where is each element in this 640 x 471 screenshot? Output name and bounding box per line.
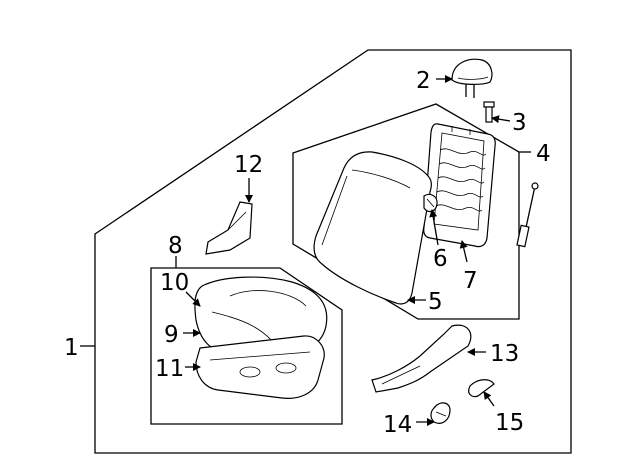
seat-back-strut-part bbox=[516, 182, 539, 248]
callout-labels: 1 2 3 4 5 6 7 8 9 10 11 12 13 14 15 bbox=[64, 68, 551, 438]
seat-back-frame-part bbox=[423, 123, 496, 248]
callout-5: 5 bbox=[428, 289, 443, 315]
callout-4: 4 bbox=[536, 141, 551, 167]
recliner-knob-part bbox=[423, 193, 438, 213]
seat-assembly-frame bbox=[94, 49, 572, 454]
side-shield-part bbox=[371, 324, 472, 393]
lever-part bbox=[468, 379, 495, 398]
callout-10: 10 bbox=[160, 270, 189, 296]
callout-12: 12 bbox=[234, 152, 263, 178]
callout-15: 15 bbox=[495, 410, 524, 436]
headrest-guide-part bbox=[483, 101, 495, 123]
cushion-group-frame bbox=[150, 267, 343, 425]
callout-6: 6 bbox=[433, 246, 448, 272]
callout-13: 13 bbox=[490, 341, 519, 367]
callout-14: 14 bbox=[383, 412, 412, 438]
callout-8: 8 bbox=[168, 233, 183, 259]
side-bracket-part bbox=[205, 201, 253, 255]
seat-back-group-frame bbox=[292, 103, 520, 320]
callout-2: 2 bbox=[416, 68, 431, 94]
clip-part bbox=[430, 402, 451, 424]
cushion-pan-part bbox=[195, 335, 325, 399]
callout-11: 11 bbox=[155, 356, 184, 382]
leader-lines bbox=[80, 75, 531, 426]
seat-back-cover-part bbox=[313, 151, 432, 305]
callout-1: 1 bbox=[64, 335, 79, 361]
headrest-part bbox=[451, 58, 493, 98]
callout-9: 9 bbox=[164, 322, 179, 348]
callout-7: 7 bbox=[463, 268, 478, 294]
callout-3: 3 bbox=[512, 110, 527, 136]
